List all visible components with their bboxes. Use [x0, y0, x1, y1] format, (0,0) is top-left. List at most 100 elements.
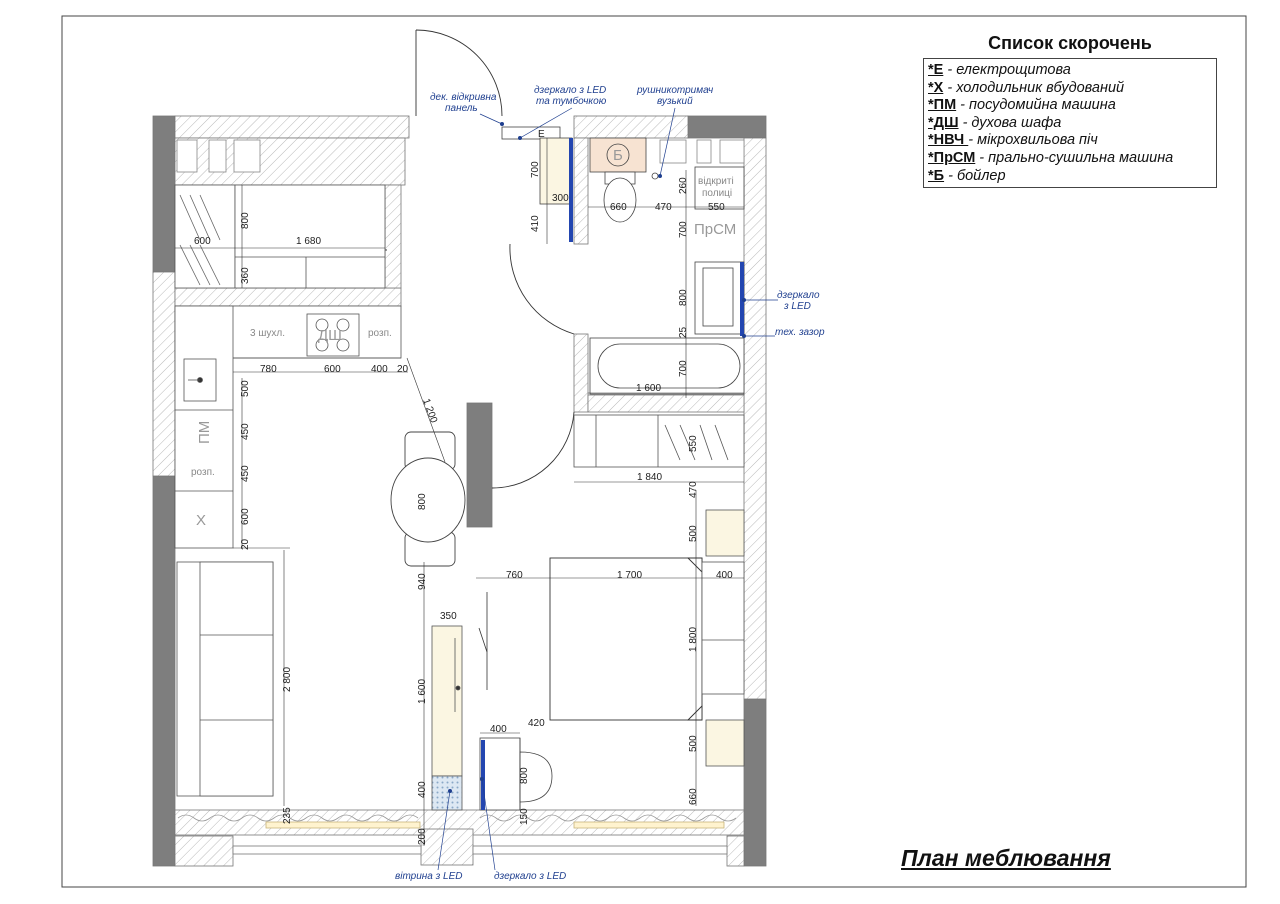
- dim-label: 20: [397, 364, 409, 375]
- dim-label: 400: [716, 570, 733, 581]
- dim-label: 1 600: [636, 383, 661, 394]
- legend-abbr: *Х: [928, 79, 944, 96]
- note-mirror-bottom: дзеркало з LED: [494, 871, 566, 882]
- note-mirror-right-2: з LED: [783, 301, 811, 312]
- dim-label: 450: [240, 465, 251, 482]
- dim-label: 1 800: [688, 627, 699, 652]
- legend-box: *Е - електрощитова *Х - холодильник вбуд…: [923, 58, 1217, 189]
- dim-label: 1 840: [637, 472, 662, 483]
- boiler-label: Б: [613, 147, 623, 164]
- dim-label: 360: [240, 267, 251, 284]
- legend-item: *НВЧ - мікрохвильова піч: [928, 132, 1212, 150]
- dishwasher-label: ПМ: [196, 421, 213, 444]
- dim-label: 420: [528, 718, 545, 729]
- dim-label: 800: [240, 212, 251, 229]
- dim-label: 410: [530, 215, 541, 232]
- hob-label: ДШ: [318, 327, 342, 344]
- dim-label: 470: [655, 202, 672, 213]
- note-showcase: вітрина з LED: [395, 871, 463, 882]
- sill-right: [573, 821, 725, 829]
- legend-desc: - духова шафа: [958, 114, 1062, 131]
- legend-abbr: *ДШ: [928, 114, 959, 131]
- legend-item: *Е - електрощитова: [928, 62, 1212, 80]
- note-panel-2: панель: [445, 103, 478, 114]
- dim-label: 600: [194, 236, 211, 247]
- dim-label: 1 700: [617, 570, 642, 581]
- dim-label: 260: [678, 177, 689, 194]
- dimension-lines: [175, 138, 744, 846]
- dim-label: 700: [678, 221, 689, 238]
- dim-label: 2 800: [282, 667, 293, 692]
- dim-label: 780: [260, 364, 277, 375]
- legend-title: Список скорочень: [988, 33, 1152, 53]
- dim-label: 660: [610, 202, 627, 213]
- dim-label: 300: [552, 193, 569, 204]
- legend-desc: - електрощитова: [943, 62, 1071, 78]
- dim-label: 800: [417, 493, 428, 510]
- fridge-label: Х: [196, 512, 206, 529]
- legend-desc: - посудомийна машина: [956, 97, 1116, 114]
- legend-abbr: *ПМ: [928, 97, 957, 114]
- washer-label: ПрСМ: [694, 221, 736, 238]
- dim-label: 150: [519, 808, 530, 825]
- legend-item: *ПрСМ - прально-сушильна машина: [928, 150, 1212, 168]
- dim-label: 20: [240, 538, 251, 550]
- drawing-frame: [61, 15, 1247, 888]
- dim-label: 550: [688, 435, 699, 452]
- hall-wardrobe: [174, 184, 386, 289]
- bedroom-storage: [573, 414, 745, 767]
- dining-table: [390, 431, 466, 567]
- dim-label: 500: [240, 380, 251, 397]
- legend-item: *Х - холодильник вбудований: [928, 80, 1212, 98]
- sill-left: [265, 821, 421, 829]
- sofa: [176, 561, 274, 797]
- dim-label: 500: [688, 735, 699, 752]
- showcase-cabinet: [431, 592, 488, 811]
- e-label: Е: [538, 129, 545, 140]
- legend-desc: - холодильник вбудований: [943, 79, 1125, 96]
- dim-label: 450: [240, 423, 251, 440]
- dim-label: 700: [678, 360, 689, 377]
- bed: [549, 557, 703, 721]
- dim-label: 235: [282, 807, 293, 824]
- legend-abbr: *Б: [928, 167, 945, 184]
- socket-label-2: розп.: [191, 467, 215, 478]
- kitchen-units: [174, 305, 402, 549]
- note-panel-1: дек. відкривна: [430, 92, 497, 103]
- legend-item: *Б - бойлер: [928, 168, 1212, 186]
- dim-label: 660: [688, 788, 699, 805]
- socket-label: розп.: [368, 328, 392, 339]
- dim-label: 700: [530, 161, 541, 178]
- dim-label: 350: [440, 611, 457, 622]
- dim-label: 800: [678, 289, 689, 306]
- dim-label: 1 680: [296, 236, 321, 247]
- dim-label: 400: [371, 364, 388, 375]
- legend-desc: - бойлер: [944, 167, 1006, 184]
- dim-label: 470: [688, 481, 699, 498]
- drawers-label: 3 шухл.: [250, 328, 285, 339]
- dim-label: 760: [506, 570, 523, 581]
- note-mirror-top-1: дзеркало з LED: [534, 85, 606, 96]
- dressing-table: [479, 737, 553, 811]
- dim-label: 550: [708, 202, 725, 213]
- legend-desc: - мікрохвильова піч: [968, 132, 1098, 149]
- dim-label: 600: [324, 364, 341, 375]
- note-towel-1: рушникотримач: [636, 85, 713, 96]
- shelves-label-1: відкриті: [698, 176, 734, 187]
- dim-label: 400: [490, 724, 507, 735]
- note-towel-2: вузький: [657, 96, 693, 107]
- abbreviations-legend: Список скорочень *Е - електрощитова *Х -…: [923, 28, 1217, 189]
- walls: [152, 115, 767, 867]
- dim-label: 940: [417, 573, 428, 590]
- note-mirror-top-2: та тумбочкою: [536, 95, 607, 107]
- legend-item: *ПМ - посудомийна машина: [928, 97, 1212, 115]
- dim-label: 500: [688, 525, 699, 542]
- legend-abbr: *НВЧ: [928, 132, 969, 149]
- dim-label: 1 600: [417, 679, 428, 704]
- dim-label: 400: [417, 781, 428, 798]
- legend-desc: - прально-сушильна машина: [975, 149, 1174, 166]
- note-mirror-right-1: дзеркало: [777, 290, 820, 301]
- dim-label: 600: [240, 508, 251, 525]
- legend-item: *ДШ - духова шафа: [928, 115, 1212, 133]
